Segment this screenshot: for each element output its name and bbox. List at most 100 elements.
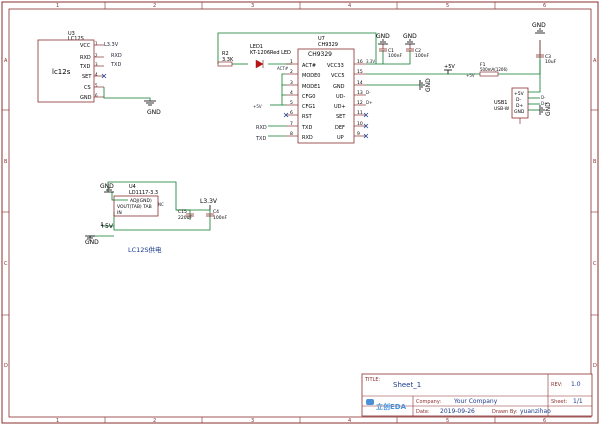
u3-gnd-label: GND — [147, 109, 161, 116]
u3-net-rxd: RXD — [111, 53, 122, 59]
u7-ch9329[interactable]: U7 CH9329 CH9329 ACT# MODE0 MODE1 CFG0 C… — [253, 36, 375, 144]
u4-body — [113, 195, 159, 217]
row-label-b-right: B — [593, 159, 597, 165]
u7-ref: U7 — [318, 36, 325, 42]
usb1-pin-dp: D+ — [516, 103, 523, 109]
drawn-value: yuanzihao — [520, 408, 551, 415]
date-value: 2019-09-26 — [440, 408, 475, 415]
u4-plus5: +5V — [100, 223, 114, 230]
c3-ref: C3 — [545, 54, 551, 60]
u3-pin-label: RXD — [80, 55, 91, 61]
usb1-pin-gnd: GND — [514, 109, 525, 115]
u3-pin-label: SET — [82, 74, 92, 80]
u4-gnd-label: GND — [100, 183, 114, 190]
usb-net-plus5: +5V — [466, 73, 475, 78]
f1-body — [479, 71, 499, 77]
led1-ref: LED1 — [250, 44, 263, 50]
u7-num: 12 — [357, 100, 363, 106]
u3-ref: U3 — [68, 31, 75, 37]
c1-value: 100nF — [388, 53, 402, 59]
usb1-part: USB-W — [494, 106, 510, 112]
u7-nc-right — [363, 112, 369, 139]
u7-num: 3 — [290, 80, 293, 86]
u3-pin-num: 3 — [95, 62, 98, 67]
u7-pin-txd: TXD — [301, 125, 312, 131]
power-wires — [366, 40, 541, 86]
usb1-ref: USB1 — [494, 100, 507, 106]
u3-nc-mark — [101, 73, 107, 79]
u7-pin-cfg0: CFG0 — [302, 94, 315, 100]
u7-num: 5 — [290, 100, 293, 106]
col-label-5: 5 — [446, 3, 449, 9]
c15-value: 220uF — [178, 215, 192, 221]
col-label-3: 3 — [251, 3, 254, 9]
u7-num: 11 — [357, 110, 363, 116]
c4-ref: C4 — [213, 209, 219, 215]
u7-num: 15 — [357, 69, 363, 75]
u7-num: 9 — [357, 131, 360, 137]
u3-net-l33v: L3.3V — [104, 42, 119, 48]
u4-ld1117[interactable]: GND U4 LD1117-3.3 ADJ(GND) VOUT(TAB) TAB… — [85, 181, 227, 254]
c2-capacitor — [406, 44, 414, 52]
u7-num: 14 — [357, 80, 363, 86]
r2-body — [217, 61, 233, 67]
c2-gnd-symbol — [405, 39, 415, 45]
drawn-key: Drawn By: — [492, 409, 518, 415]
u7-net-rxd: RXD — [256, 125, 267, 131]
u7-num: 2 — [290, 69, 293, 75]
c2-ref: C2 — [415, 48, 421, 54]
u7-gnd-symbol — [419, 80, 425, 90]
u3-lc12s[interactable]: U3 LC12S lc12s VCC RXD TXD SET CS GND 1 … — [37, 31, 161, 116]
usb-net-dm: D- — [541, 95, 546, 100]
rev-key: REV: — [551, 382, 563, 388]
u7-body — [297, 48, 355, 144]
col-label-6: 6 — [543, 3, 546, 9]
u7-num: 10 — [357, 121, 363, 127]
u7-pin-cfg1: CFG1 — [302, 104, 315, 110]
u7-num: 1 — [290, 59, 293, 65]
c4-value: 100nF — [213, 215, 227, 221]
c1-gnd-label: GND — [376, 33, 390, 40]
company-key: Company: — [416, 399, 441, 405]
led1-diode — [255, 59, 264, 69]
bottom-gnd-symbol — [85, 235, 95, 241]
sheet-value: 1/1 — [573, 398, 583, 405]
col-label-4-bottom: 4 — [348, 418, 351, 424]
col-label-2: 2 — [153, 3, 156, 9]
u3-pin-label: TXD — [79, 64, 90, 70]
r2-ref: R2 — [222, 51, 229, 57]
u7-pin-mode0: MODE0 — [302, 73, 320, 79]
easyeda-logo: 立创EDA — [376, 402, 407, 411]
col-label-3-bottom: 3 — [251, 418, 254, 424]
u7-part: CH9329 — [318, 42, 338, 48]
u3-name: lc12s — [52, 68, 71, 76]
act-net: ACT# — [277, 66, 289, 71]
u7-left-wires — [268, 73, 286, 137]
u7-pin-vcc33: VCC33 — [327, 63, 344, 69]
bottom-gnd-label: GND — [85, 239, 99, 246]
u7-num: 7 — [290, 121, 293, 127]
led1-value: KT-1206Red LED — [250, 50, 291, 56]
u7-gnd-label: GND — [425, 78, 432, 92]
r2-value: 3.3K — [222, 57, 234, 63]
u3-pin-num: 4 — [95, 72, 98, 77]
usb-power-section[interactable]: C1 100nF GND C2 100nF GND GND +5V F1 500… — [366, 22, 557, 124]
plus5-flag: +5V — [444, 64, 455, 70]
u4-pin-vout: VOUT(TAB) TAB — [117, 204, 152, 210]
u7-pin-def: DEF — [335, 125, 345, 131]
u4-ref: U4 — [129, 184, 136, 190]
date-key: Date: — [416, 409, 430, 415]
u7-pin-rst: RST — [302, 114, 313, 120]
c3-value: 10uF — [545, 59, 557, 65]
u3-body — [37, 39, 95, 103]
easyeda-logo-icon — [366, 399, 374, 405]
u3-part: LC12S — [68, 36, 84, 42]
led-indicator[interactable]: R2 3.3K LED1 KT-1206Red LED ACT# — [217, 32, 377, 71]
u3-pin-num: 5 — [95, 83, 98, 88]
c3-gnd-symbol — [535, 28, 545, 34]
title-block: TITLE: Sheet_1 REV: 1.0 立创EDA Company: Y… — [361, 373, 593, 417]
u4-pin-in: IN — [117, 210, 122, 216]
section-note: LC12S供电 — [128, 245, 162, 254]
